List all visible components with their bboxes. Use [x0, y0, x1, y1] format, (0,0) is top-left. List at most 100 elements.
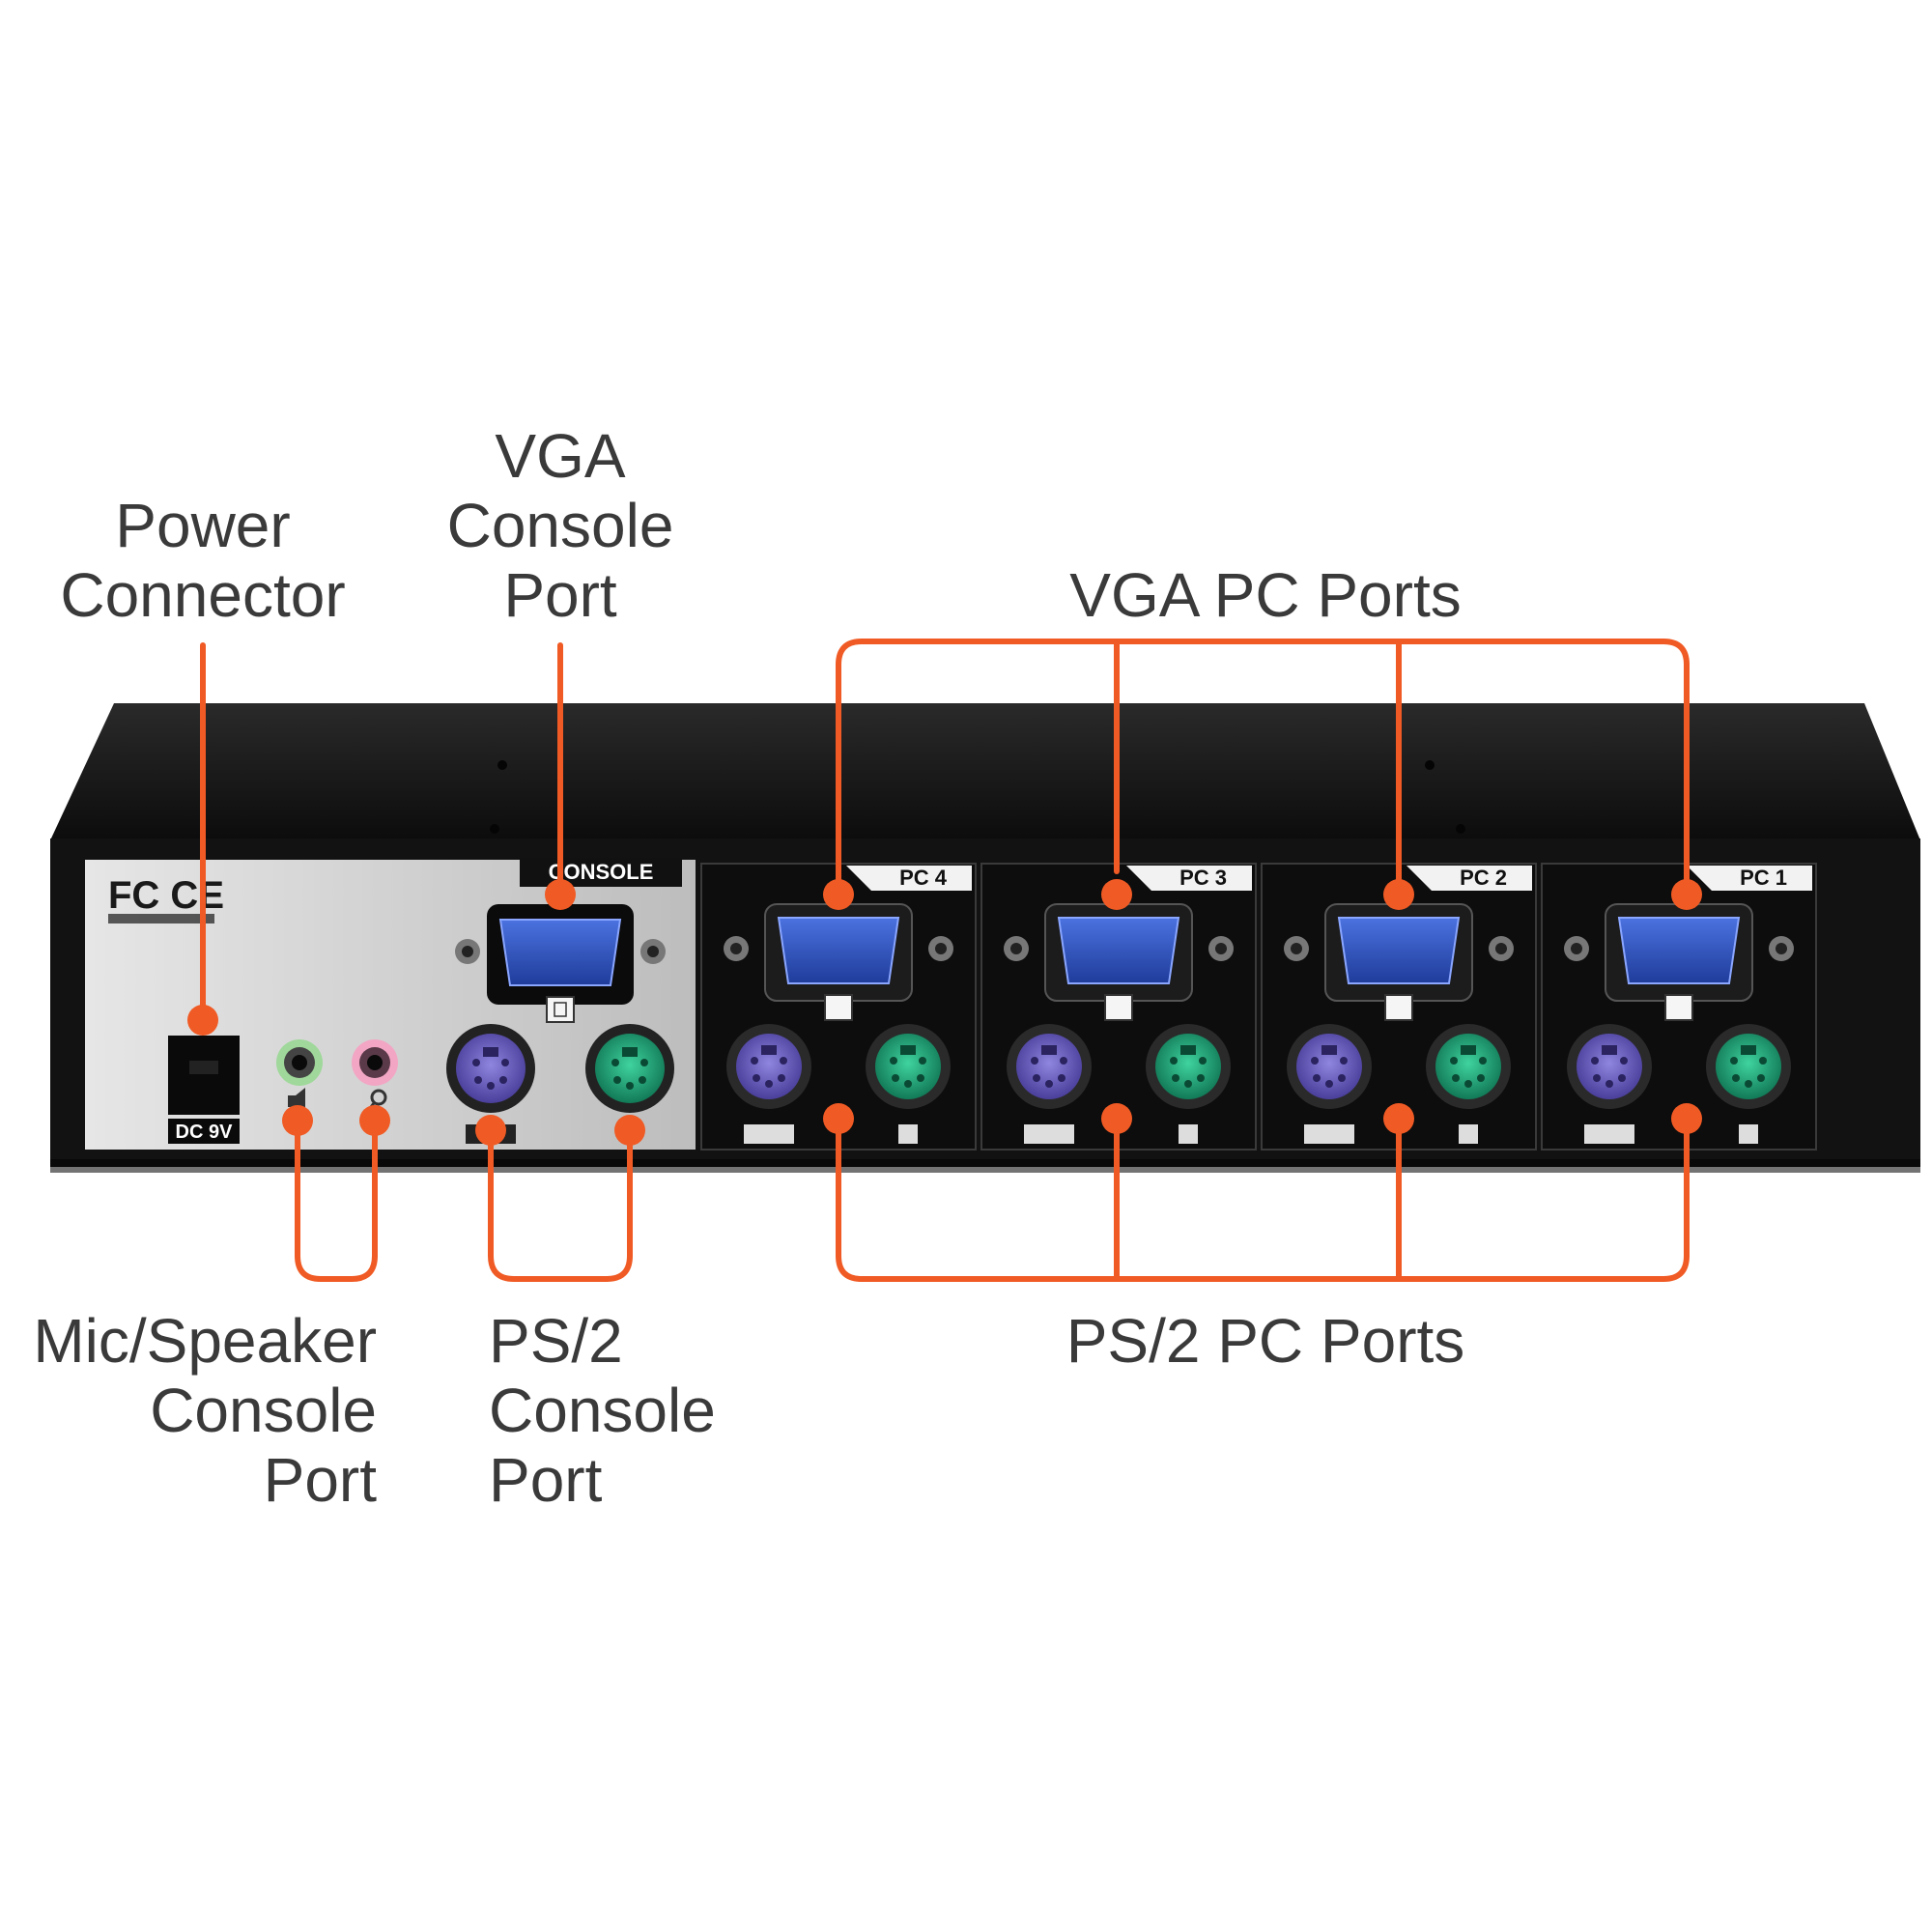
ps2-key: [1321, 1045, 1337, 1055]
ps2-pin: [1757, 1074, 1765, 1082]
chassis-screw: [497, 760, 507, 770]
pc-port-block: PC 1: [1541, 863, 1817, 1151]
keyboard-mini-icon: [1024, 1124, 1074, 1144]
vga-socket: [1057, 917, 1180, 984]
vga-screw-hole: [1571, 943, 1582, 954]
vga-screw-hole: [1495, 943, 1507, 954]
ps2-keyboard-port-icon: [1007, 1024, 1092, 1144]
vga-socket: [1617, 917, 1741, 984]
vga-pc-leader-dot: [1383, 879, 1414, 910]
vga-pc-leader-dot: [823, 879, 854, 910]
mouse-mini-icon: [1179, 1124, 1198, 1144]
ps2-keyboard-port-icon: [1287, 1024, 1372, 1144]
ps2-pin: [751, 1057, 758, 1065]
ps2-socket: [736, 1034, 802, 1099]
chassis-top: [50, 703, 1920, 840]
ps2-console-port-label: PS/2 Console Port: [489, 1306, 779, 1515]
ps2-pin: [1058, 1074, 1065, 1082]
ps2-mouse-port-icon: [1706, 1024, 1791, 1144]
audio-leader-dot: [359, 1105, 390, 1136]
ps2-pin: [1591, 1057, 1599, 1065]
ps2-socket: [1716, 1034, 1781, 1099]
ps2-pin: [1197, 1074, 1205, 1082]
chassis-screw: [490, 824, 499, 834]
ps2-pin: [1759, 1057, 1767, 1065]
ps2-key: [1461, 1045, 1476, 1055]
ps2-console-mouse-port: [585, 1024, 674, 1113]
vga-pc-leader-bracket: [836, 639, 1690, 897]
monitor-mini-icon: [1384, 994, 1413, 1021]
ps2-keyboard-port-icon: [1567, 1024, 1652, 1144]
ps2-console-leader: [488, 1131, 633, 1282]
vga-screw-hole: [1010, 943, 1022, 954]
chassis-screw: [1456, 824, 1465, 834]
mic-jack: [352, 1039, 398, 1086]
ps2-pin: [780, 1057, 787, 1065]
leader-lines: [187, 639, 1702, 1282]
ps2-pin: [1593, 1074, 1601, 1082]
ps2-pin: [1745, 1080, 1752, 1088]
mouse-mini-icon: [1459, 1124, 1478, 1144]
ps2-socket: [1435, 1034, 1501, 1099]
chassis-shadow: [50, 1159, 1920, 1173]
certification-mark: FC CE: [108, 874, 224, 917]
power-connector-label-line: Connector: [60, 560, 346, 630]
vga-port-icon: [724, 903, 953, 1021]
power-connector-label-line: Power: [115, 491, 291, 560]
ps2-socket: [875, 1034, 941, 1099]
ps2-pin: [765, 1080, 773, 1088]
chassis-screw: [1425, 760, 1435, 770]
ps2-mouse-port-icon: [866, 1024, 951, 1144]
ps2-pc-leader-dot: [1101, 1103, 1132, 1134]
ps2-socket: [1016, 1034, 1082, 1099]
ps2-pin: [917, 1074, 924, 1082]
ps2-pin: [1170, 1057, 1178, 1065]
vga-screw-hole: [1215, 943, 1227, 954]
vga-pc-ports-label: VGA PC Ports: [1005, 560, 1526, 630]
vga-console-port-label-line: Console: [446, 491, 674, 560]
ps2-key: [1741, 1045, 1756, 1055]
console-panel: FC CE CONSOLE DC 9V: [85, 858, 696, 1150]
ps2-pin: [1172, 1074, 1179, 1082]
ps2-pin: [1730, 1057, 1738, 1065]
pc-label-text: PC 1: [1740, 866, 1787, 890]
pc-label-text: PC 2: [1460, 866, 1507, 890]
ps2-socket: [1155, 1034, 1221, 1099]
ps2-pin: [1732, 1074, 1740, 1082]
monitor-mini-icon: [1664, 994, 1693, 1021]
ps2-pin: [1311, 1057, 1319, 1065]
ps2-pin: [1338, 1074, 1346, 1082]
pc-label-tag: [1406, 866, 1532, 891]
pc-label-tag: [1126, 866, 1252, 891]
ps2-key: [900, 1045, 916, 1055]
keyboard-mini-icon: [1584, 1124, 1634, 1144]
power-rating-label: DC 9V: [176, 1122, 234, 1143]
ps2-pc-leader-dot: [1671, 1103, 1702, 1134]
ps2-pin: [1618, 1074, 1626, 1082]
ps2-pin: [1060, 1057, 1067, 1065]
ps2-socket: [1577, 1034, 1642, 1099]
vga-socket: [1337, 917, 1461, 984]
ps2-console-leader-dot: [614, 1115, 645, 1146]
pc-port-block: PC 3: [980, 863, 1257, 1151]
ps2-pin: [1340, 1057, 1348, 1065]
monitor-mini-icon: [1104, 994, 1133, 1021]
vga-port-icon: [1284, 903, 1514, 1021]
ps2-pin: [753, 1074, 760, 1082]
ps2-pin: [1313, 1074, 1321, 1082]
ps2-pin: [1184, 1080, 1192, 1088]
ps2-key: [1602, 1045, 1617, 1055]
ps2-pin: [778, 1074, 785, 1082]
ps2-pin: [1464, 1080, 1472, 1088]
console-tag-text: CONSOLE: [549, 860, 654, 884]
mic-speaker-label-line: Port: [263, 1445, 377, 1515]
mic-speaker-label-line: Console: [150, 1376, 377, 1445]
vga-console-port-label-line: VGA: [495, 421, 626, 491]
mouse-mini-icon: [898, 1124, 918, 1144]
vga-pc-leader-dot: [1671, 879, 1702, 910]
vga-console-leader-dot: [545, 879, 576, 910]
vga-screw-hole: [935, 943, 947, 954]
ps2-mouse-port-icon: [1146, 1024, 1231, 1144]
ps2-console-label-line: PS/2: [489, 1306, 623, 1376]
